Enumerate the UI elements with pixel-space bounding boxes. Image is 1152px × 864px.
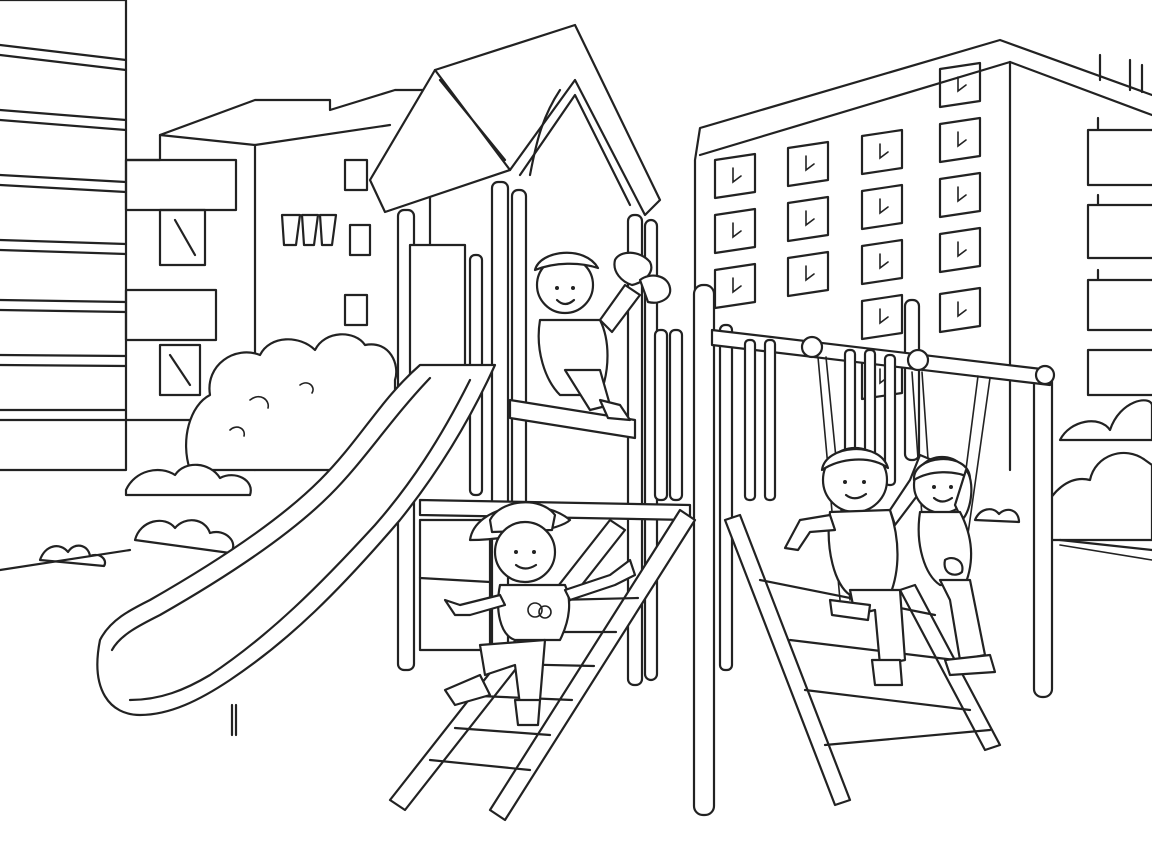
window (938, 61, 982, 109)
play-tower (368, 23, 692, 687)
child-on-swing-right (912, 455, 997, 677)
bushes (0, 333, 1152, 572)
window-mullion (957, 76, 967, 93)
window-mullion (879, 143, 889, 160)
window (860, 293, 904, 341)
window-mullion (957, 186, 967, 203)
child-on-tower (533, 251, 672, 422)
window (713, 152, 757, 200)
swing-frame (692, 283, 1056, 817)
window-mullion (879, 308, 889, 325)
window (860, 238, 904, 286)
child-with-hat-on-ladder (443, 501, 637, 727)
window (786, 250, 830, 298)
fence-posts (743, 338, 897, 502)
window (938, 171, 982, 219)
window (938, 226, 982, 274)
window (860, 183, 904, 231)
window (860, 128, 904, 176)
child-on-swing-left (783, 446, 934, 687)
slide (96, 363, 497, 737)
window-mullion (879, 198, 889, 215)
window-mullion (805, 155, 815, 172)
window (713, 207, 757, 255)
balconies (1086, 116, 1152, 397)
building-windows (713, 61, 982, 401)
window-mullion (957, 301, 967, 318)
window-mullion (732, 167, 742, 184)
window (713, 262, 757, 310)
window-mullion (732, 222, 742, 239)
window-mullion (805, 210, 815, 227)
window-mullion (957, 241, 967, 258)
window (938, 116, 982, 164)
window (786, 195, 830, 243)
window-mullion (879, 253, 889, 270)
window-mullion (805, 265, 815, 282)
left-tall-building (0, 0, 128, 472)
right-apartment-building (693, 38, 1152, 472)
window (786, 140, 830, 188)
window-mullion (957, 131, 967, 148)
window-mullion (732, 277, 742, 294)
window (938, 286, 982, 334)
